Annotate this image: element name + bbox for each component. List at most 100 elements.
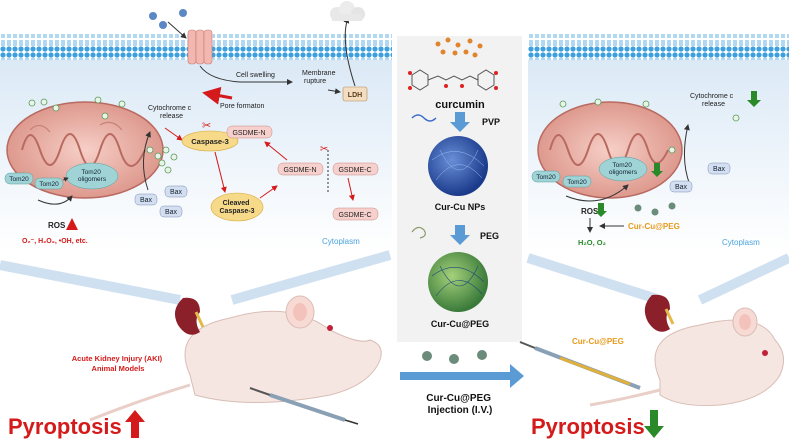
ldh-cloud-icon [330,1,365,21]
ldh-release-arrow [343,17,356,87]
ros-to-tom20-arrow [37,195,73,205]
tom20-b-pill [34,177,64,190]
caspase-3-label: Caspase-3 [191,137,229,146]
gsdme-scissors-icon: ✂ [320,144,328,155]
right-agent-label: Cur-Cu@PEG [628,222,680,231]
scissors-icon: ✂ [202,120,211,132]
right-pyroptosis-label: Pyroptosis [531,414,645,439]
left-mouse-illustration [89,295,382,422]
cyt-c-release-arrow [143,131,151,191]
pore-formation-label: Pore formaton [220,103,264,110]
right-cyt-c-arrow [683,124,691,186]
pyroptosis-up-arrow [125,410,145,438]
right-cytoplasm-label: Cytoplasm [722,238,760,247]
bax-1-label: Bax [140,197,153,204]
curcumin-label: curcumin [435,99,485,111]
right-tom20-oligomers-label: Tom20 oligomers [609,162,638,176]
right-tom20-a-pill [531,170,561,183]
left-kidney-icon [174,297,205,335]
ldh-label: LDH [348,92,362,99]
water-influx-arrow [167,21,187,39]
right-kidney-icon [644,294,675,332]
tom20-oligomers-label: Tom20 oligomers [78,169,107,183]
bax-1-pill [134,193,158,206]
curcumin-molecule-icon [411,69,495,91]
right-mitochondrion [537,101,683,199]
cyt-c-to-caspase-arrow [164,127,183,141]
gsdme-n-top-label: GSDME-N [232,130,265,137]
right-bax-1-pill [669,180,693,193]
cleaved-caspase-3-label: Cleaved Caspase-3 [219,200,254,215]
pyroptosis-down-arrow [644,410,664,438]
cur-cu-nps-texture [431,149,485,181]
left-cell-panel: Cell swelling Membrane rupture LDH Pore … [0,1,392,439]
cur-cu-peg-texture [431,265,485,297]
curcumin-atoms [408,71,498,90]
right-bax-2-label: Bax [713,166,726,173]
tom20-oligomerize-arrow [62,177,69,182]
right-ros-arrow [565,184,629,202]
gsdme-c-label: GSDME-C [338,167,371,174]
right-nanoparticle-dots [634,202,676,216]
gsdme-n-top-pill [226,125,273,139]
cur-cu-nps-label: Cur-Cu NPs [435,202,486,212]
bax-2-label: Bax [170,189,183,196]
tom20-a-label: Tom20 [9,176,29,183]
right-cell-membrane [528,34,789,60]
left-cytoplasm-label: Cytoplasm [322,237,360,246]
ldh-box [342,86,368,102]
right-tom20-b-pill [562,175,592,188]
aki-model-label: Acute Kidney Injury (AKI) Animal Models [72,354,165,373]
bax-2-pill [164,185,188,198]
right-ros-label: ROS [581,207,599,216]
bax-3-pill [159,205,183,218]
right-cytochrome-release-label: Cytochrome c release [690,93,735,108]
right-zoom-line-2 [697,253,789,305]
right-bax-1-label: Bax [675,184,688,191]
pore-formation-arrow [202,86,233,105]
pvp-label: PVP [482,117,500,127]
injection-particle-dots [422,350,487,364]
peg-step-arrow [450,225,470,245]
gsdme-c-free-pill [332,207,379,221]
gsdme-c-pill [332,162,379,176]
cur-cu-nps-particle [428,136,488,196]
gsdme-n-pill [277,162,324,176]
caspase-cleavage-arrow [214,151,227,193]
right-zoom-line-1 [526,253,662,305]
left-zoom-line-1 [0,260,181,305]
synthesis-panel: curcumin PVP Cur-Cu NPs PEG Cur-Cu@PEG C… [397,36,524,416]
cleaved-caspase-3-pill [210,192,264,222]
gsdme-c-release-arrow [347,177,355,201]
membrane-rupture-label: Membrane rupture [302,70,337,85]
right-tom20-oligomers-pill [598,156,648,182]
pvp-chain-icon [411,114,437,122]
cell-swelling-arrow [199,65,293,85]
tom20-a-pill [4,172,34,185]
tom20-down-arrow [651,163,663,177]
cyt-c-down-arrow [747,91,761,107]
bax-3-label: Bax [165,209,178,216]
injection-label: Cur-Cu@PEG Injection (I.V.) [426,393,494,416]
right-mouse-illustration [589,307,785,407]
left-zoom-line-2 [230,250,392,305]
right-syringe-icon [519,341,641,390]
caspase-to-gsdme-arrow [259,185,278,199]
water-molecule-icons [149,9,187,29]
ros-species-label: O₂⁻, H₂O₂, •OH, etc. [22,238,88,245]
right-bax-2-pill [707,162,731,175]
caspase-3-pill [181,130,239,152]
cytochrome-release-label: Cytochrome c release [148,105,193,120]
right-cytochrome-c-particles [559,98,740,154]
peg-label: PEG [480,231,499,241]
gsdme-n-translocate-arrow [264,141,288,161]
copper-ion-dots [435,37,483,58]
gsdme-c-free-label: GSDME-C [338,212,371,219]
rupture-to-ldh-arrow [327,88,341,95]
left-pyroptosis-label: Pyroptosis [8,414,122,439]
right-cell-panel: Cytochrome c release Tom20 Tom20 Tom20 o… [519,34,789,439]
tom20-oligomers-pill [65,162,119,190]
ros-label: ROS [48,221,66,230]
cur-cu-peg-particle [428,252,488,312]
